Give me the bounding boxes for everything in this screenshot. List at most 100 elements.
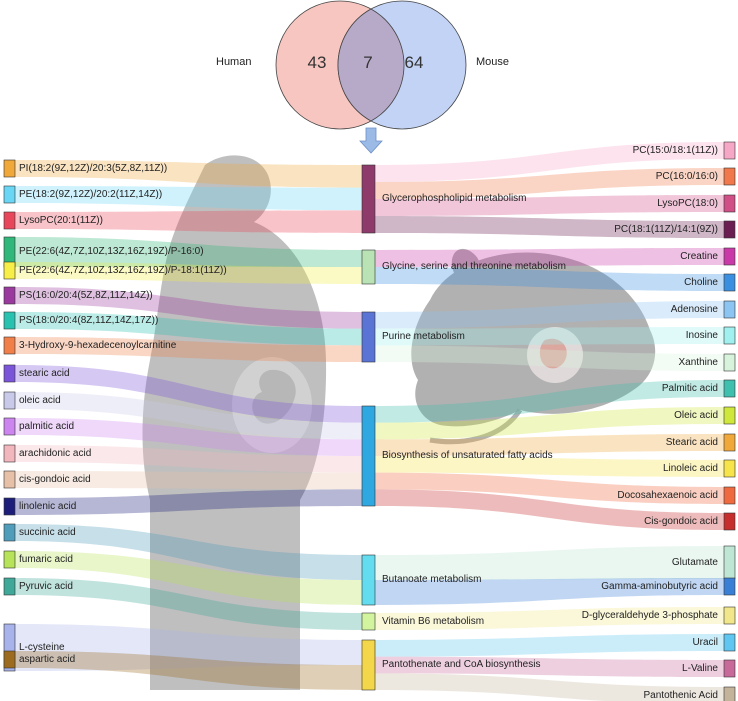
flow-human-5 [15, 287, 362, 329]
human-metabolite-label: PS(18:0/20:4(8Z,11Z,14Z,17Z)) [19, 314, 159, 326]
pathway-node-6 [361, 639, 376, 691]
pathway-label: Biosynthesis of unsaturated fatty acids [382, 450, 553, 461]
mouse-node-7 [723, 326, 736, 345]
flow-human-7 [15, 337, 362, 362]
flow-mouse-15 [375, 546, 724, 580]
mouse-node-16 [723, 577, 736, 596]
flow-mouse-9 [375, 380, 724, 423]
mouse-node-0 [723, 141, 736, 160]
mouse-node-20 [723, 686, 736, 701]
flow-human-2 [15, 210, 362, 233]
mouse-node-13 [723, 486, 736, 505]
mouse-metabolite-label: Cis-gondoic acid [644, 515, 718, 527]
flow-human-1 [15, 186, 362, 211]
flow-mouse-2 [375, 195, 724, 216]
flow-human-11 [15, 445, 362, 473]
human-node-2 [3, 211, 16, 230]
mouse-metabolite-label: LysoPC(18:0) [657, 197, 718, 209]
mouse-node-5 [723, 273, 736, 292]
mouse-metabolite-label: Inosine [685, 329, 718, 341]
human-node-18 [3, 650, 16, 669]
mouse-node-1 [723, 167, 736, 186]
human-metabolite-label: arachidonic acid [19, 447, 92, 459]
venn-mouse-only-count: 64 [404, 53, 424, 72]
mouse-node-9 [723, 379, 736, 398]
human-node-16 [3, 577, 16, 596]
mouse-node-2 [723, 194, 736, 213]
pathway-node-4 [361, 554, 376, 606]
human-metabolite-label: oleic acid [19, 394, 61, 406]
flow-human-4 [15, 262, 362, 284]
human-node-4 [3, 261, 16, 280]
human-node-9 [3, 391, 16, 410]
flow-mouse-3 [375, 216, 724, 238]
pathway-label: Butanoate metabolism [382, 574, 482, 585]
mouse-node-18 [723, 633, 736, 652]
pathway-node-1 [361, 249, 376, 285]
mouse-metabolite-label: PC(16:0/16:0) [655, 170, 718, 182]
venn-overlap-count: 7 [363, 53, 373, 72]
flow-human-12 [15, 471, 362, 490]
human-node-10 [3, 417, 16, 436]
pathway-node-5 [361, 612, 376, 631]
mouse-metabolite-label: Docosahexaenoic acid [617, 489, 718, 501]
human-node-0 [3, 159, 16, 178]
background-illustrations [142, 155, 656, 690]
human-node-12 [3, 470, 16, 489]
pathway-label: Glycine, serine and threonine metabolism [382, 261, 566, 272]
mouse-node-12 [723, 459, 736, 478]
mouse-node-14 [723, 512, 736, 531]
venn-mouse-label: Mouse [476, 56, 510, 68]
pathway-node-0 [361, 164, 376, 234]
human-node-1 [3, 185, 16, 204]
flow-mouse-4 [375, 248, 724, 267]
flow-mouse-5 [375, 267, 724, 291]
human-metabolite-label: 3-Hydroxy-9-hexadecenoylcarnitine [19, 339, 177, 351]
mouse-fetus-icon [539, 338, 567, 369]
human-metabolite-label: PE(22:6(4Z,7Z,10Z,13Z,16Z,19Z)/P-18:1(11… [19, 264, 227, 276]
flow-human-3 [15, 237, 362, 267]
flow-mouse-20 [375, 673, 724, 701]
flow-mouse-6 [375, 301, 724, 329]
human-metabolite-label: Pyruvic acid [19, 580, 73, 592]
human-metabolite-label: aspartic acid [19, 653, 76, 665]
down-arrow-icon [359, 127, 383, 154]
mouse-metabolite-label: Glutamate [671, 556, 718, 568]
flow-mouse-13 [375, 472, 724, 504]
mouse-metabolite-label: Palmitic acid [661, 382, 718, 394]
flow-mouse-14 [375, 489, 724, 530]
human-node-14 [3, 523, 16, 542]
pathway-node-2 [361, 311, 376, 363]
mouse-metabolite-label: Gamma-aminobutyric acid [601, 580, 718, 592]
mouse-node-4 [723, 247, 736, 266]
human-metabolite-label: palmitic acid [19, 420, 75, 432]
mouse-tail [429, 408, 523, 445]
mouse-metabolite-label: Stearic acid [665, 436, 718, 448]
flow-human-15 [15, 551, 362, 605]
human-metabolite-label: stearic acid [19, 367, 70, 379]
venn-diagram [275, 0, 467, 130]
pathway-label: Vitamin B6 metabolism [382, 615, 485, 627]
mouse-metabolite-label: D-glyceraldehyde 3-phosphate [581, 609, 718, 621]
mouse-node-10 [723, 406, 736, 425]
flow-mouse-17 [375, 607, 724, 630]
mouse-metabolite-label: L-Valine [682, 662, 718, 674]
mouse-metabolite-label: Creatine [680, 250, 718, 262]
mouse-metabolite-label: Uracil [692, 636, 718, 648]
nodes [3, 141, 736, 701]
flow-mouse-0 [375, 142, 724, 182]
flow-mouse-8 [375, 345, 724, 371]
flow-mouse-7 [375, 327, 724, 346]
human-node-6 [3, 311, 16, 330]
human-metabolite-label: fumaric acid [19, 553, 73, 565]
pathway-label: Pantothenate and CoA biosynthesis [382, 659, 541, 670]
flow-mouse-18 [375, 634, 724, 657]
pathway-node-3 [361, 405, 376, 507]
pregnant-human-silhouette [142, 155, 327, 690]
venn-overlap-region [337, 8, 405, 122]
flow-human-13 [15, 489, 362, 515]
flow-human-0 [15, 160, 362, 188]
mouse-node-19 [723, 659, 736, 678]
